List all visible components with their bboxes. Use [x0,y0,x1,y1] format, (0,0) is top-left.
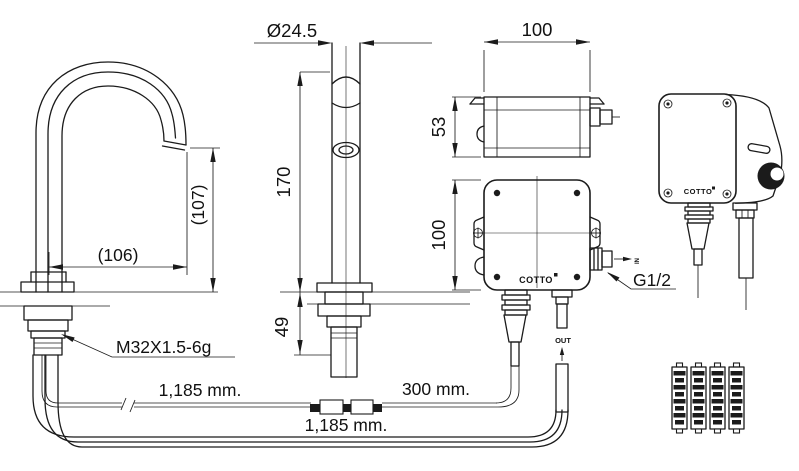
dim-box-height: 100 [428,179,481,291]
in-flow-label: IN [635,258,641,264]
control-box-perspective-view: COTTO [658,93,785,310]
battery-set [671,362,745,434]
battery [671,362,688,434]
inlet-thread-callout: G1/2 [607,270,676,290]
screw-heads [663,98,732,199]
faucet-side-view: (106) (107) M32X1.5-6g [0,61,235,358]
dim-box-depth-label: 53 [428,117,449,138]
brand-logo: COTTO [519,275,553,285]
thread-label: M32X1.5-6g [116,337,211,357]
screw [493,273,501,281]
in-arrow-icon [623,256,632,262]
dim-box-width-label: 100 [522,19,553,40]
sensor-cable-length-label: 1,185 mm. [159,380,242,400]
screw [573,273,581,281]
side-slot [747,143,771,154]
cable-connector [310,399,382,415]
dim-106: (106) [48,152,188,275]
inlet-fitting-top [589,107,620,127]
battery [709,362,726,434]
extension-cable-length-label: 300 mm. [402,379,470,399]
dim-106-label: (106) [98,245,139,265]
water-outlet: OUT [551,289,573,413]
sensor-cable-plug [501,289,531,367]
brand-logo-perspective: COTTO [684,187,713,196]
dim-box-depth: 53 [428,96,481,158]
inlet-thread-label: G1/2 [633,270,671,290]
dim-diameter-label: Ø24.5 [267,20,317,41]
dim-box-width: 100 [483,19,591,92]
mounting-tab-right [589,216,601,251]
perspective-outlet [732,202,758,310]
dim-49-label: 49 [271,317,292,338]
battery [728,362,745,434]
out-flow-label: OUT [555,336,571,345]
dim-107: (107) [188,147,220,292]
mounting-shank [23,305,73,356]
inlet-fitting: IN [589,247,641,271]
dim-170-label: 170 [273,167,294,198]
out-arrow-icon [559,347,565,355]
sensor-window [332,141,360,159]
dim-box-height-label: 100 [428,220,449,251]
control-box-top-view: 100 53 [428,19,620,158]
manual-knob [757,162,785,190]
faucet-front-view: Ø24.5 170 49 [254,20,470,378]
dim-107-label: (107) [188,185,208,226]
supply-hose-length-label: 1,185 mm. [305,415,388,435]
registered-mark [554,273,558,277]
dim-170: 170 [273,71,330,292]
cables-and-hoses: 1,185 mm. 300 mm. 1,185 mm. [32,354,569,448]
dim-49: 49 [271,292,331,356]
dim-diameter: Ø24.5 [254,20,432,46]
mounting-tab-left [473,216,485,251]
registered-mark [712,186,715,190]
screw [573,189,581,197]
battery [690,362,707,434]
control-box-front-view: COTTO IN G1/2 100 [428,176,676,413]
perspective-sensor-plug [684,202,714,298]
thread-callout: M32X1.5-6g [61,334,235,358]
screw [493,189,501,197]
